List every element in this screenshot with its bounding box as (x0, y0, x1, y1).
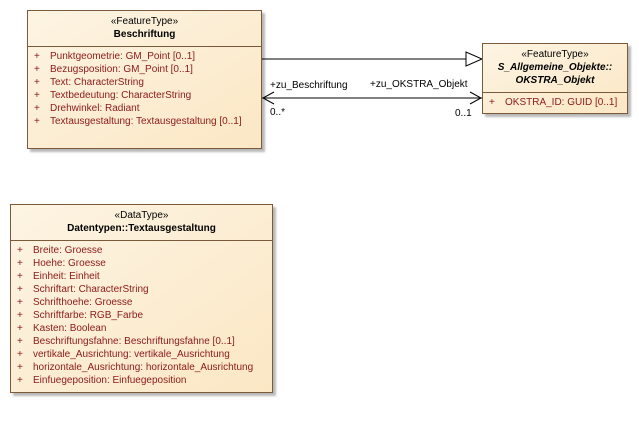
visibility-marker: + (17, 349, 23, 360)
attribute-text: Text: CharacterString (50, 77, 144, 88)
attribute-row[interactable]: + Drehwinkel: Radiant (28, 102, 261, 115)
visibility-marker: + (17, 323, 23, 334)
attribute-text: Schrifthoehe: Groesse (33, 297, 133, 308)
multiplicity-target: 0..1 (455, 108, 472, 119)
attribute-text: Einheit: Einheit (33, 271, 100, 282)
class-header: «FeatureType» S_Allgemeine_Objekte:: OKS… (483, 44, 627, 93)
class-beschriftung[interactable]: «FeatureType» Beschriftung + Punktgeometr… (27, 10, 262, 149)
class-header: «DataType» Datentypen::Textausgestaltung (11, 205, 272, 241)
attribute-text: Hoehe: Groesse (33, 258, 106, 269)
attribute-row[interactable]: + horizontale_Ausrichtung: horizontale_Au… (11, 361, 272, 374)
attribute-row[interactable]: + Schriftfarbe: RGB_Farbe (11, 309, 272, 322)
stereotype-label: «FeatureType» (521, 49, 589, 60)
attribute-text: Einfuegeposition: Einfuegeposition (33, 375, 187, 386)
association-connector[interactable] (261, 91, 483, 105)
visibility-marker: + (34, 51, 40, 62)
attribute-list: + OKSTRA_ID: GUID [0..1] (483, 93, 627, 109)
class-name-package: S_Allgemeine_Objekte:: (497, 62, 613, 73)
class-name: Beschriftung (113, 29, 176, 40)
association-arrow-right (469, 91, 483, 105)
visibility-marker: + (17, 271, 23, 282)
visibility-marker: + (17, 375, 23, 386)
generalization-arrowhead (465, 51, 484, 67)
class-name: OKSTRA_Objekt (515, 75, 595, 86)
visibility-marker: + (17, 362, 23, 373)
attribute-text: Breite: Groesse (33, 245, 103, 256)
attribute-text: OKSTRA_ID: GUID [0..1] (505, 97, 618, 108)
role-zu-okstra-objekt: +zu_OKSTRA_Objekt (370, 79, 468, 90)
attribute-text: horizontale_Ausrichtung: horizontale_Aus… (33, 362, 254, 373)
attribute-row[interactable]: + OKSTRA_ID: GUID [0..1] (483, 96, 627, 109)
attribute-row[interactable]: + Textausgestaltung: Textausgestaltung [0… (28, 115, 261, 128)
attribute-row[interactable]: + Textbedeutung: CharacterString (28, 89, 261, 102)
attribute-text: Kasten: Boolean (33, 323, 107, 334)
attribute-text: Beschriftungsfahne: Beschriftungsfahne [… (33, 336, 235, 347)
visibility-marker: + (34, 103, 40, 114)
attribute-row[interactable]: + Beschriftungsfahne: Beschriftungsfahne … (11, 335, 272, 348)
attribute-text: Schriftfarbe: RGB_Farbe (33, 310, 144, 321)
multiplicity-source: 0..* (270, 107, 286, 118)
attribute-row[interactable]: + Schrifthoehe: Groesse (11, 296, 272, 309)
attribute-text: Punktgeometrie: GM_Point [0..1] (50, 51, 196, 62)
visibility-marker: + (34, 90, 40, 101)
visibility-marker: + (17, 284, 23, 295)
attribute-row[interactable]: + Punktgeometrie: GM_Point [0..1] (28, 50, 261, 63)
visibility-marker: + (489, 97, 495, 108)
association-arrow-left (261, 91, 275, 105)
visibility-marker: + (34, 77, 40, 88)
attribute-row[interactable]: + Schriftart: CharacterString (11, 283, 272, 296)
class-textausgestaltung[interactable]: «DataType» Datentypen::Textausgestaltung… (10, 204, 273, 393)
visibility-marker: + (34, 116, 40, 127)
attribute-row[interactable]: + Text: CharacterString (28, 76, 261, 89)
attribute-row[interactable]: + Einheit: Einheit (11, 270, 272, 283)
attribute-text: vertikale_Ausrichtung: vertikale_Ausrich… (33, 349, 230, 360)
class-header: «FeatureType» Beschriftung (28, 11, 261, 47)
class-okstra-objekt[interactable]: «FeatureType» S_Allgemeine_Objekte:: OKS… (482, 43, 628, 114)
attribute-row[interactable]: + Einfuegeposition: Einfuegeposition (11, 374, 272, 387)
attribute-text: Textbedeutung: CharacterString (50, 90, 192, 101)
attribute-row[interactable]: + Hoehe: Groesse (11, 257, 272, 270)
attribute-row[interactable]: + vertikale_Ausrichtung: vertikale_Ausric… (11, 348, 272, 361)
attribute-list: + Breite: Groesse + Hoehe: Groesse + Einheit:… (11, 241, 272, 387)
attribute-text: Schriftart: CharacterString (33, 284, 149, 295)
attribute-list: + Punktgeometrie: GM_Point [0..1] + Bezugsp… (28, 47, 261, 128)
stereotype-label: «DataType» (114, 210, 169, 221)
attribute-row[interactable]: + Kasten: Boolean (11, 322, 272, 335)
visibility-marker: + (17, 258, 23, 269)
attribute-row[interactable]: + Breite: Groesse (11, 244, 272, 257)
visibility-marker: + (17, 310, 23, 321)
visibility-marker: + (17, 245, 23, 256)
role-zu-beschriftung: +zu_Beschriftung (270, 80, 348, 91)
visibility-marker: + (17, 336, 23, 347)
visibility-marker: + (34, 64, 40, 75)
generalization-connector[interactable] (262, 51, 484, 67)
attribute-row[interactable]: + Bezugsposition: GM_Point [0..1] (28, 63, 261, 76)
attribute-text: Bezugsposition: GM_Point [0..1] (50, 64, 193, 75)
stereotype-label: «FeatureType» (110, 16, 179, 27)
attribute-text: Textausgestaltung: Textausgestaltung [0.… (50, 116, 242, 127)
visibility-marker: + (17, 297, 23, 308)
attribute-text: Drehwinkel: Radiant (50, 103, 140, 114)
class-name: Datentypen::Textausgestaltung (67, 223, 216, 234)
